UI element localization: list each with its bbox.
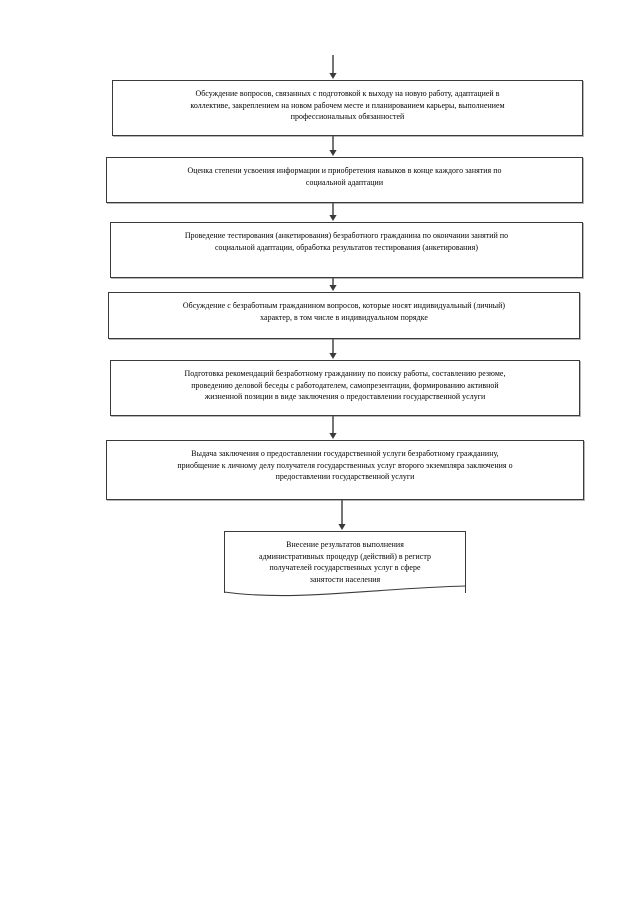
flowchart-step-3: Проведение тестирования (анкетирования) …	[110, 222, 583, 278]
flowchart-step-6: Выдача заключения о предоставлении госуд…	[106, 440, 584, 500]
flowchart-step-5: Подготовка рекомендаций безработному гра…	[110, 360, 580, 416]
connector-arrow	[338, 500, 346, 530]
flowchart-step-1: Обсуждение вопросов, связанных с подгото…	[112, 80, 583, 136]
connector-arrow	[329, 339, 337, 359]
connector-arrow	[329, 55, 337, 79]
flowchart-step-2: Оценка степени усвоения информации и при…	[106, 157, 583, 203]
flowchart-step-7-wavy-bottom	[223, 585, 467, 597]
connector-arrow	[329, 278, 337, 291]
flowchart-step-7: Внесение результатов выполнения админист…	[224, 531, 466, 593]
flowchart-step-6-text: Выдача заключения о предоставлении госуд…	[177, 449, 513, 482]
connector-arrow	[329, 203, 337, 221]
flowchart-step-4-text: Обсуждение с безработным гражданином воп…	[182, 301, 506, 322]
flowchart-step-2-text: Оценка степени усвоения информации и при…	[187, 166, 502, 187]
connector-arrow	[329, 416, 337, 439]
flowchart-step-5-text: Подготовка рекомендаций безработному гра…	[184, 369, 506, 402]
flowchart-step-1-text: Обсуждение вопросов, связанных с подгото…	[190, 89, 505, 122]
flowchart-step-4: Обсуждение с безработным гражданином воп…	[108, 292, 580, 339]
flowchart-step-7-text: Внесение результатов выполнения админист…	[259, 540, 431, 584]
flowchart-step-3-text: Проведение тестирования (анкетирования) …	[184, 231, 509, 252]
connector-arrow	[329, 136, 337, 156]
